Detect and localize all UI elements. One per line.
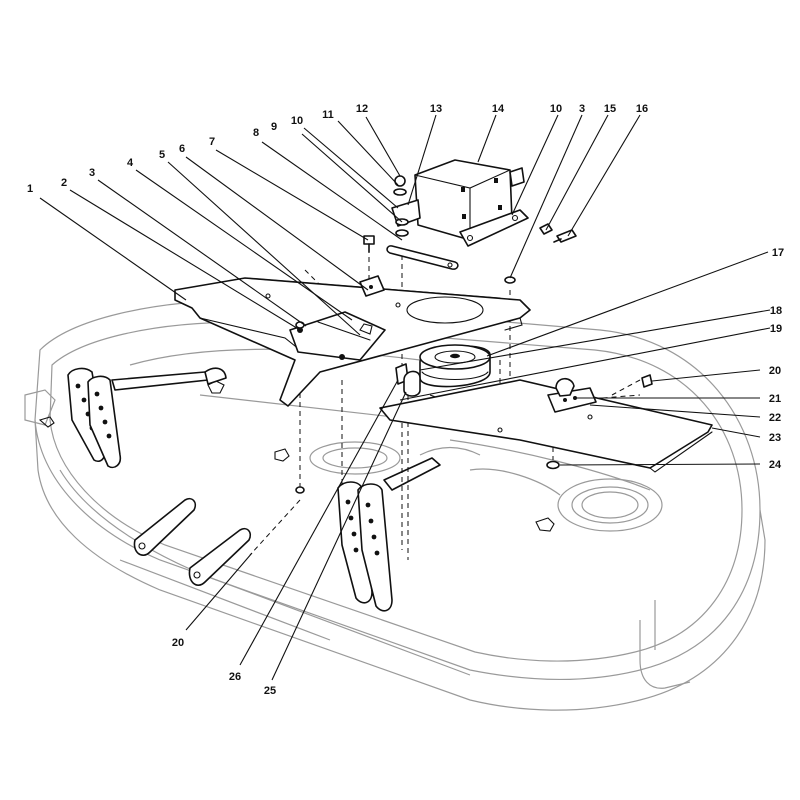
callout-13: 13 xyxy=(430,103,442,115)
leader-lines xyxy=(39,114,771,681)
callout-14: 14 xyxy=(492,103,505,115)
callout-5: 5 xyxy=(159,149,165,161)
callout-10: 10 xyxy=(291,115,303,127)
callout-23: 23 xyxy=(769,432,781,444)
clutch-box xyxy=(391,159,529,247)
callout-21: 21 xyxy=(769,393,781,405)
callout-8: 8 xyxy=(253,127,259,139)
callout-15: 15 xyxy=(604,103,616,115)
callout-3: 3 xyxy=(89,167,95,179)
callout-17: 17 xyxy=(772,247,784,259)
callout-7: 7 xyxy=(209,136,215,148)
callout-11: 11 xyxy=(322,109,334,121)
callout-20: 20 xyxy=(769,365,781,377)
callout-3b: 3 xyxy=(579,103,585,115)
callout-26: 26 xyxy=(229,671,241,683)
mounting-plate xyxy=(174,277,531,407)
callout-2: 2 xyxy=(61,177,67,189)
callout-20b: 20 xyxy=(172,637,184,649)
callout-4: 4 xyxy=(127,157,134,169)
callout-18: 18 xyxy=(770,305,782,317)
callout-1: 1 xyxy=(27,183,33,195)
callout-24: 24 xyxy=(769,459,782,471)
right-plate xyxy=(379,379,713,473)
callout-16: 16 xyxy=(636,103,648,115)
callout-9: 9 xyxy=(271,121,277,133)
callout-10b: 10 xyxy=(550,103,562,115)
link-bar xyxy=(386,245,459,270)
callout-12: 12 xyxy=(356,103,368,115)
callout-6: 6 xyxy=(179,143,185,155)
deck-housing xyxy=(24,299,766,711)
lift-arms xyxy=(119,497,331,641)
front-hitch-brackets xyxy=(67,367,227,469)
callout-labels: 1 2 3 4 5 6 7 8 9 10 11 12 13 14 10 3 15… xyxy=(27,103,784,697)
callout-19: 19 xyxy=(770,323,782,335)
callout-25: 25 xyxy=(264,685,276,697)
rear-hitch-brackets xyxy=(337,457,441,612)
hardware xyxy=(295,175,653,494)
idler-pulley xyxy=(419,344,491,388)
callout-22: 22 xyxy=(769,412,781,424)
